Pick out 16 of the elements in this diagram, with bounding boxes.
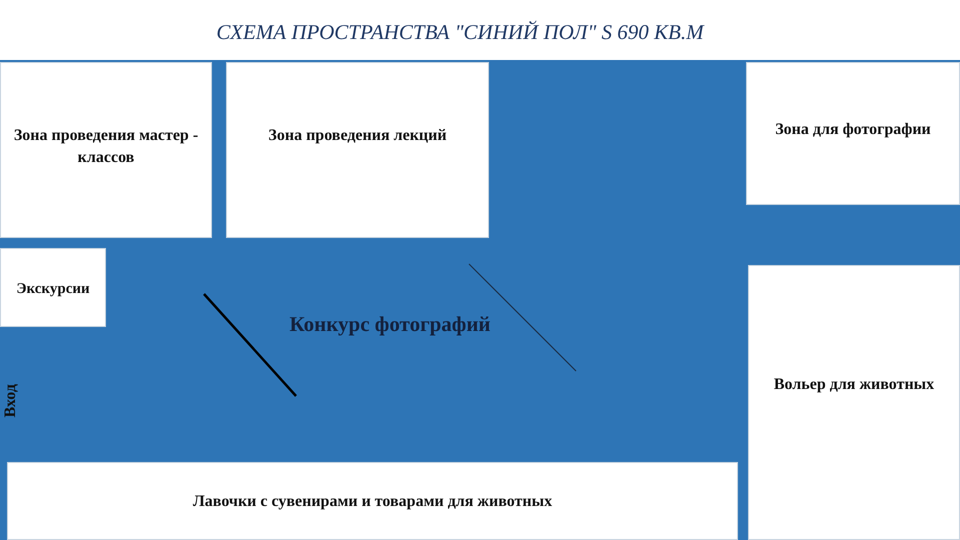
area-label: Конкурс фотографий xyxy=(288,311,492,338)
zone-label: Экскурсии xyxy=(15,280,91,299)
zone-box xyxy=(7,462,738,540)
zone-label: Зона для фотографии xyxy=(774,120,932,140)
zone-label: Зона проведения лекций xyxy=(267,126,448,146)
zone-label: Вольер для животных xyxy=(772,375,936,395)
zone-box xyxy=(748,265,960,540)
zone-box xyxy=(0,62,212,238)
zone-box xyxy=(746,62,960,205)
floor-area xyxy=(0,60,960,540)
zone-label: Зона проведения мастер - классов xyxy=(12,126,200,168)
entrance-label: Вход xyxy=(0,384,20,418)
zone-label: Лавочки с сувенирами и товарами для животных xyxy=(192,492,554,512)
zone-box xyxy=(226,62,489,238)
zone-box xyxy=(0,248,106,327)
title: СХЕМА ПРОСТРАНСТВА "СИНИЙ ПОЛ" S 690 КВ.М xyxy=(215,20,706,45)
